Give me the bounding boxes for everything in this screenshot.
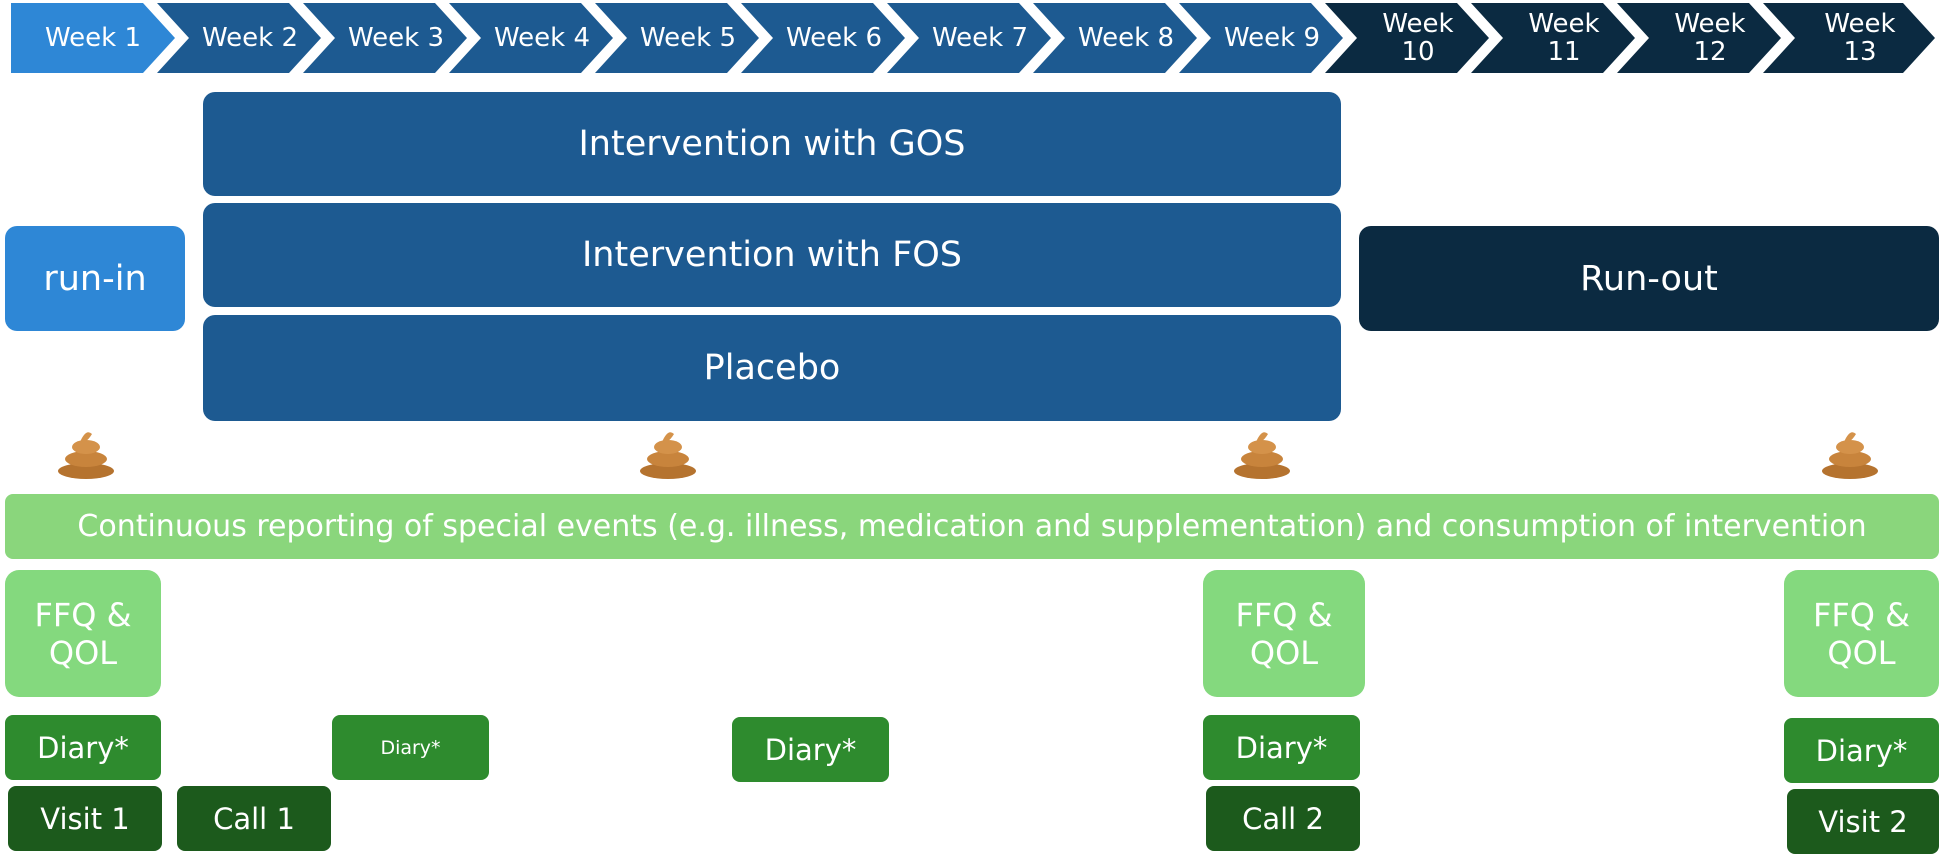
call-1-label: Call 1 [213, 801, 295, 836]
week-label: Week 12 [1674, 9, 1746, 67]
week-4-chevron: Week 4 [449, 3, 613, 73]
run-out-label: Run-out [1580, 258, 1718, 299]
run-out-box: Run-out [1359, 226, 1939, 331]
stool-sample-icon [640, 432, 696, 479]
week-3-chevron: Week 3 [303, 3, 467, 73]
stool-sample-icon [1822, 432, 1878, 479]
week-label: Week 2 [201, 23, 299, 53]
visit-2-box: Visit 2 [1787, 789, 1939, 854]
stool-sample-icon [1234, 432, 1290, 479]
call-2-box: Call 2 [1206, 786, 1360, 851]
visit-2-label: Visit 2 [1818, 804, 1908, 839]
call-2-label: Call 2 [1242, 801, 1324, 836]
week-5-chevron: Week 5 [595, 3, 759, 73]
week-13-chevron: Week 13 [1763, 3, 1935, 73]
week-9-chevron: Week 9 [1179, 3, 1343, 73]
diary-label: Diary* [1235, 730, 1328, 765]
diary-label: Diary* [380, 736, 441, 759]
placebo-box: Placebo [203, 315, 1341, 421]
week-label: Week 4 [493, 23, 591, 53]
diary-box: Diary* [332, 715, 489, 780]
week-label: Week 9 [1223, 23, 1321, 53]
diary-box: Diary* [732, 717, 889, 782]
week-1-chevron: Week 1 [11, 3, 175, 73]
continuous-reporting-bar: Continuous reporting of special events (… [5, 494, 1939, 559]
stool-sample-icon [58, 432, 114, 479]
week-label: Week 3 [347, 23, 445, 53]
week-label: Week 11 [1528, 9, 1600, 67]
ffq-qol-label: FFQ & QOL [34, 595, 132, 672]
week-label: Week 1 [44, 23, 142, 53]
week-12-chevron: Week 12 [1617, 3, 1781, 73]
ffq-qol-label: FFQ & QOL [1235, 595, 1333, 672]
fos-intervention-box: Intervention with FOS [203, 203, 1341, 307]
fos-label: Intervention with FOS [581, 235, 963, 275]
week-11-chevron: Week 11 [1471, 3, 1635, 73]
week-6-chevron: Week 6 [741, 3, 905, 73]
diary-box: Diary* [1784, 718, 1939, 783]
week-label: Week 8 [1077, 23, 1175, 53]
week-label: Week 13 [1824, 9, 1896, 67]
week-2-chevron: Week 2 [157, 3, 321, 73]
reporting-label: Continuous reporting of special events (… [77, 509, 1867, 544]
week-label: Week 6 [785, 23, 883, 53]
visit-1-label: Visit 1 [40, 801, 130, 836]
ffq-qol-box: FFQ & QOL [1784, 570, 1939, 697]
run-in-box: run-in [5, 226, 185, 331]
week-7-chevron: Week 7 [887, 3, 1051, 73]
placebo-label: Placebo [703, 348, 841, 388]
diary-label: Diary* [764, 732, 857, 767]
call-1-box: Call 1 [177, 786, 331, 851]
ffq-qol-box: FFQ & QOL [1203, 570, 1365, 697]
visit-1-box: Visit 1 [8, 786, 162, 851]
diary-label: Diary* [37, 730, 129, 765]
week-8-chevron: Week 8 [1033, 3, 1197, 73]
diary-box: Diary* [1203, 715, 1360, 780]
week-label: Week 5 [639, 23, 737, 53]
diary-label: Diary* [1815, 733, 1908, 768]
ffq-qol-label: FFQ & QOL [1812, 595, 1911, 672]
run-in-label: run-in [43, 258, 147, 299]
diary-box: Diary* [5, 715, 161, 780]
ffq-qol-box: FFQ & QOL [5, 570, 161, 697]
week-label: Week 7 [931, 23, 1029, 53]
week-10-chevron: Week 10 [1325, 3, 1489, 73]
gos-label: Intervention with GOS [578, 124, 966, 164]
gos-intervention-box: Intervention with GOS [203, 92, 1341, 196]
week-label: Week 10 [1382, 9, 1454, 67]
